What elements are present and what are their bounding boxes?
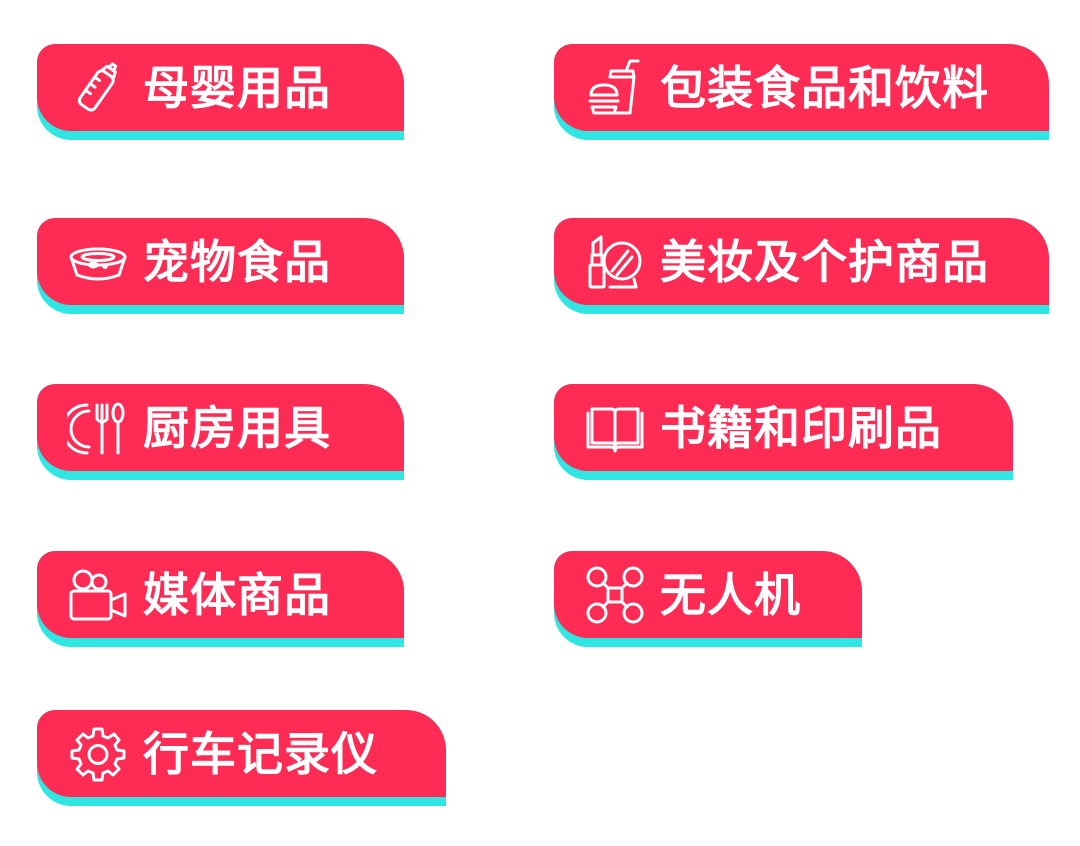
category-label: 包装食品和饮料 [660, 60, 989, 115]
tag-face: 厨房用具 [37, 384, 404, 471]
tag-face: 媒体商品 [37, 551, 404, 638]
category-tag-dashcam[interactable]: 行车记录仪 [37, 710, 446, 806]
category-tag-books-printed[interactable]: 书籍和印刷品 [554, 384, 1013, 480]
category-label: 书籍和印刷品 [660, 400, 942, 455]
tag-face: 母婴用品 [37, 44, 404, 131]
category-tag-beauty-personal-care[interactable]: 美妆及个护商品 [554, 218, 1049, 314]
tag-face: 美妆及个护商品 [554, 218, 1049, 305]
tag-face: 行车记录仪 [37, 710, 446, 797]
category-label: 无人机 [660, 567, 801, 622]
lipstick-mirror-icon [584, 231, 646, 293]
video-camera-icon [67, 564, 129, 626]
category-tag-packaged-food-drinks[interactable]: 包装食品和饮料 [554, 44, 1049, 140]
category-tag-pet-food[interactable]: 宠物食品 [37, 218, 404, 314]
baby-bottle-icon [67, 57, 129, 119]
category-label: 宠物食品 [143, 234, 331, 289]
category-label: 母婴用品 [143, 60, 331, 115]
category-tag-kitchenware[interactable]: 厨房用具 [37, 384, 404, 480]
category-tag-baby-products[interactable]: 母婴用品 [37, 44, 404, 140]
category-label: 媒体商品 [143, 567, 331, 622]
gear-icon [67, 723, 129, 785]
tag-face: 包装食品和饮料 [554, 44, 1049, 131]
category-tag-drones[interactable]: 无人机 [554, 551, 862, 647]
tag-face: 无人机 [554, 551, 862, 638]
category-label: 美妆及个护商品 [660, 234, 989, 289]
tag-face: 宠物食品 [37, 218, 404, 305]
open-book-icon [584, 397, 646, 459]
tag-face: 书籍和印刷品 [554, 384, 1013, 471]
pet-bowl-icon [67, 231, 129, 293]
category-label: 行车记录仪 [143, 726, 378, 781]
plate-cutlery-icon [67, 397, 129, 459]
drone-icon [584, 564, 646, 626]
category-tag-media-products[interactable]: 媒体商品 [37, 551, 404, 647]
burger-drink-icon [584, 57, 646, 119]
category-label: 厨房用具 [143, 400, 331, 455]
